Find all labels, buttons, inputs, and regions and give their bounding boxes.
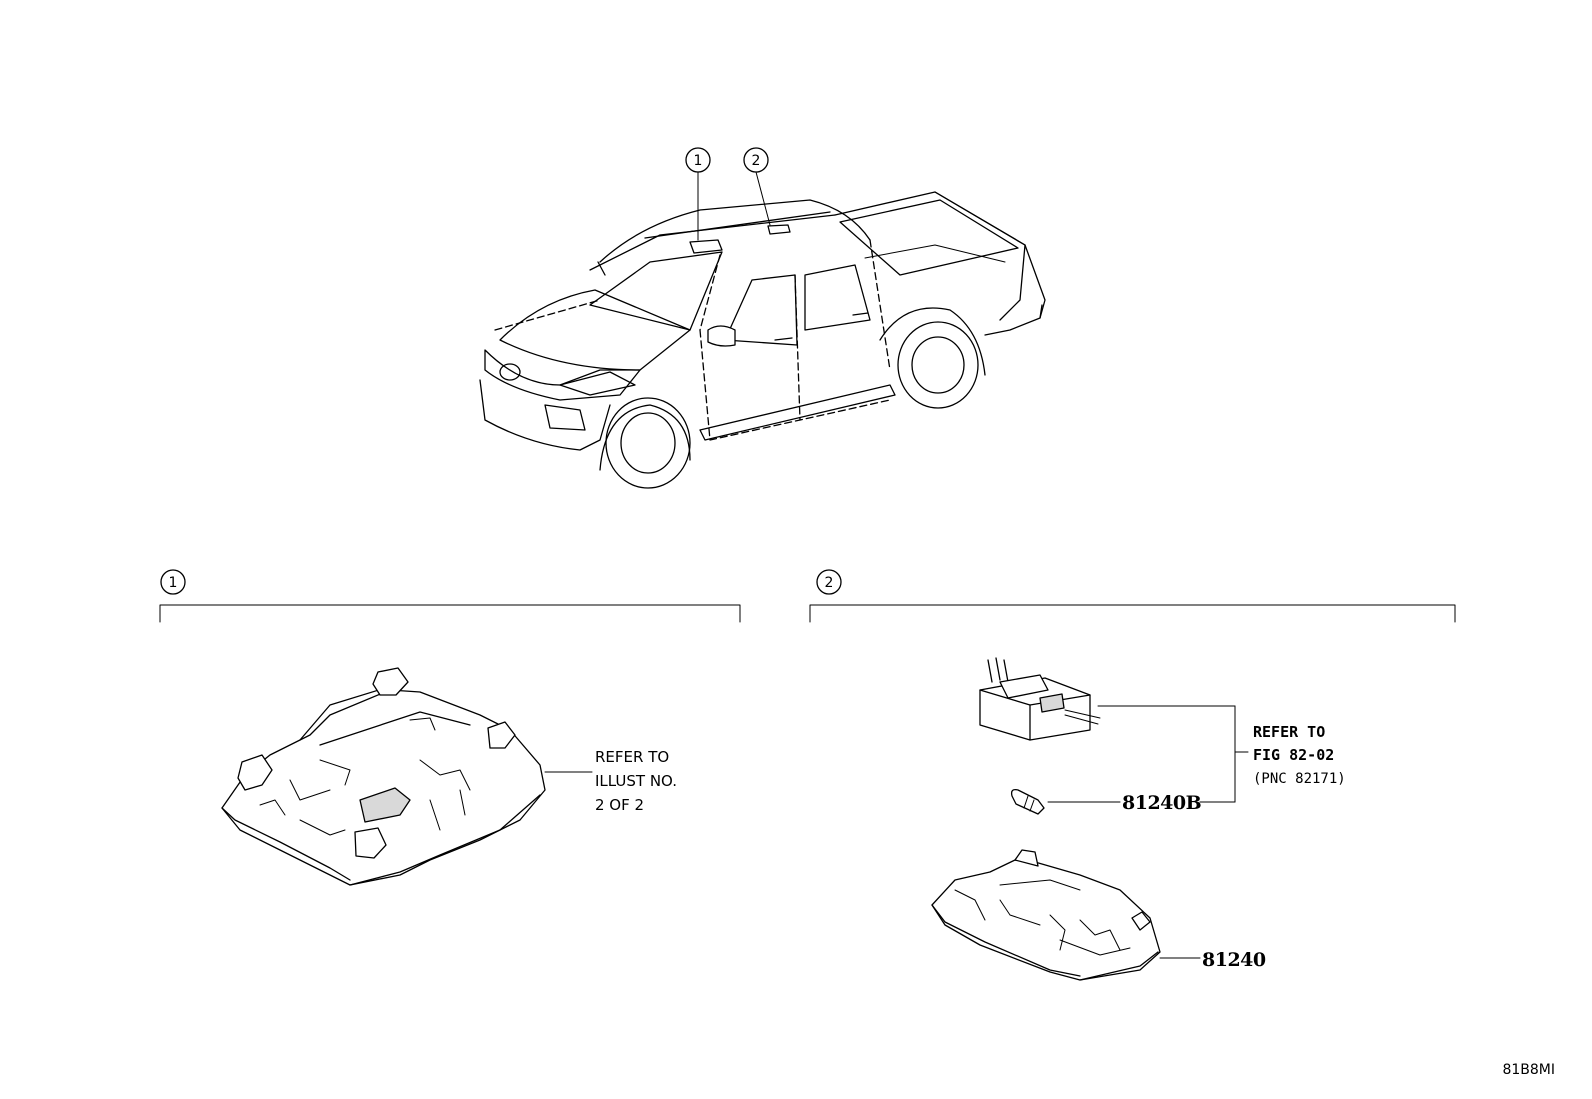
callout-1-label: 1 [694,153,703,169]
figure-code: 81B8MI [1502,1062,1555,1078]
callout-1: 1 [685,147,711,241]
section-2-marker: 2 [825,575,834,591]
callout-2-label: 2 [752,153,761,169]
section-2-note-line-3: (PNC 82171) [1253,771,1346,787]
section-1-note-line-1: REFER TO [595,748,669,766]
part-number-81240b: 81240B [1122,792,1202,814]
bulb-illustration [1010,788,1045,815]
callout-2: 2 [743,147,771,226]
section-1-note-line-3: 2 OF 2 [595,796,644,814]
pickup-truck-illustration [479,191,1046,489]
section-2-note-line-1: REFER TO [1253,723,1325,741]
room-lamp-illustration [931,849,1161,981]
section-1: 1 REFER TO ILLUST N [159,569,741,886]
overhead-console-illustration [221,667,546,886]
section-2: 2 REFER TO FIG 82-02 (PNC 82171) 812 [809,569,1456,981]
section-1-note-line-2: ILLUST NO. [595,772,677,790]
part-number-81240: 81240 [1202,949,1266,971]
section-2-note-line-2: FIG 82-02 [1253,746,1334,764]
section-1-marker: 1 [169,575,178,591]
socket-illustration [979,657,1101,741]
